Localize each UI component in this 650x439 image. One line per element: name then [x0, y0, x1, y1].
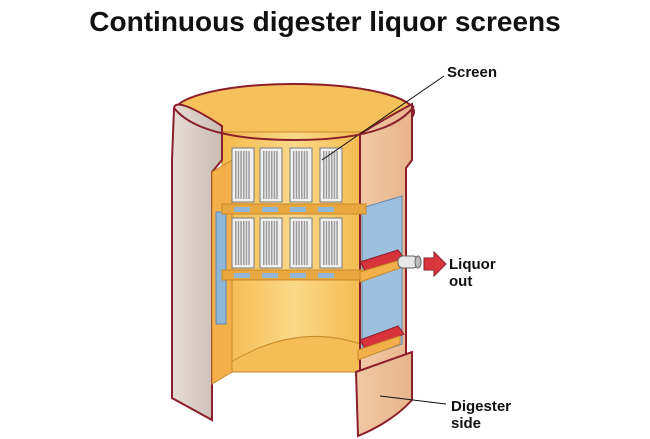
diagram-title: Continuous digester liquor screens — [89, 6, 561, 37]
screen-bar — [263, 151, 265, 199]
screen-bar — [273, 221, 276, 265]
screen-bar — [293, 221, 295, 265]
screen-bar — [235, 221, 237, 265]
screen-bar — [331, 151, 333, 199]
screen-bar — [235, 151, 237, 199]
liquor-out-label-line1: Liquor — [449, 256, 496, 273]
screen-bar — [245, 151, 248, 199]
screen-bar — [295, 221, 298, 265]
screen-bar — [333, 151, 336, 199]
digester-side-label-line1: Digester — [451, 398, 512, 415]
screen-bar — [306, 221, 308, 265]
screen-bar — [303, 221, 306, 265]
screen-bar — [276, 221, 278, 265]
screen-bar — [263, 221, 265, 265]
screen-bar — [298, 221, 300, 265]
screen-bar — [306, 151, 308, 199]
liquor-out-label-line2: out — [449, 273, 473, 290]
screen-bar — [265, 221, 268, 265]
screen-bar — [273, 151, 276, 199]
liquor-outlet-nozzle — [397, 255, 422, 269]
screen-bar — [333, 221, 336, 265]
screen-bar — [331, 221, 333, 265]
screen-bar — [245, 221, 248, 265]
screen-bar — [303, 151, 306, 199]
screen-bar — [325, 151, 328, 199]
screen-bar — [301, 151, 303, 199]
screen-leader-line — [321, 75, 445, 161]
screen-label: Screen — [447, 64, 497, 81]
screen-bar — [268, 221, 270, 265]
screen-bar — [298, 151, 300, 199]
digester-side-label: Digester side — [451, 398, 511, 432]
screen-bar — [328, 151, 330, 199]
screen-bar — [325, 221, 328, 265]
digester-side-label-line2: side — [451, 415, 482, 432]
screen-bar — [301, 221, 303, 265]
screen-bar — [323, 151, 325, 199]
screen-bar — [336, 221, 338, 265]
screen-bar — [268, 151, 270, 199]
screen-bar — [336, 151, 338, 199]
digester-side-leader-line — [379, 395, 447, 405]
blue-slots — [234, 207, 334, 278]
screen-bar — [237, 221, 240, 265]
screen-bar — [271, 221, 273, 265]
red-headers — [357, 249, 405, 361]
screen-bar — [295, 151, 298, 199]
outer-shell-left — [171, 103, 223, 422]
screen-bar — [293, 151, 295, 199]
screen-bar — [240, 221, 242, 265]
screen-bar — [265, 151, 268, 199]
screen-bar — [323, 221, 325, 265]
screen-bar — [248, 221, 250, 265]
screen-label-text: Screen — [447, 64, 498, 81]
screen-bar — [243, 221, 245, 265]
liquor-out-label: Liquor out — [449, 256, 496, 290]
screen-bar — [248, 151, 250, 199]
screen-bar — [243, 151, 245, 199]
upper-screen-row — [231, 147, 343, 203]
screen-bar — [276, 151, 278, 199]
lower-screen-row — [231, 217, 343, 269]
screen-bar — [237, 151, 240, 199]
screen-bar — [271, 151, 273, 199]
left-liquor-channel — [215, 211, 227, 325]
top-rim-front — [173, 105, 415, 142]
screen-bar — [328, 221, 330, 265]
screen-bar — [240, 151, 242, 199]
right-liquor-chamber — [361, 195, 403, 359]
liquor-out-arrow — [423, 250, 447, 278]
